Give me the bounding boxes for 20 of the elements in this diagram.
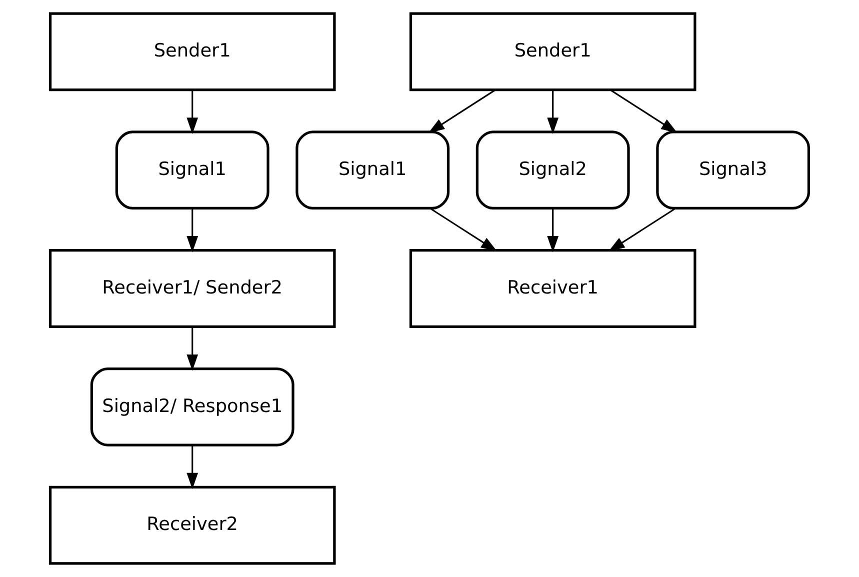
arrow — [608, 208, 676, 252]
arrow — [547, 90, 559, 134]
arrow — [428, 89, 496, 134]
node-box: Receiver1/ Sender2 — [48, 249, 336, 328]
arrow — [186, 446, 198, 490]
arrow — [186, 90, 198, 134]
node-box: Sender1 — [409, 12, 696, 92]
node-box: Sender1 — [48, 12, 336, 92]
node-box: Receiver1 — [409, 249, 696, 328]
node-box: Receiver2 — [48, 486, 336, 565]
node-box: Signal1 — [115, 130, 270, 210]
arrow — [186, 208, 198, 252]
node-box: Signal2 — [476, 130, 630, 210]
arrow — [186, 327, 198, 371]
arrow — [547, 208, 559, 252]
node-box: Signal2/ Response1 — [90, 367, 294, 446]
node-box: Signal1 — [296, 130, 450, 210]
arrow — [430, 208, 498, 252]
arrow — [610, 89, 678, 134]
node-box: Signal3 — [656, 130, 810, 210]
